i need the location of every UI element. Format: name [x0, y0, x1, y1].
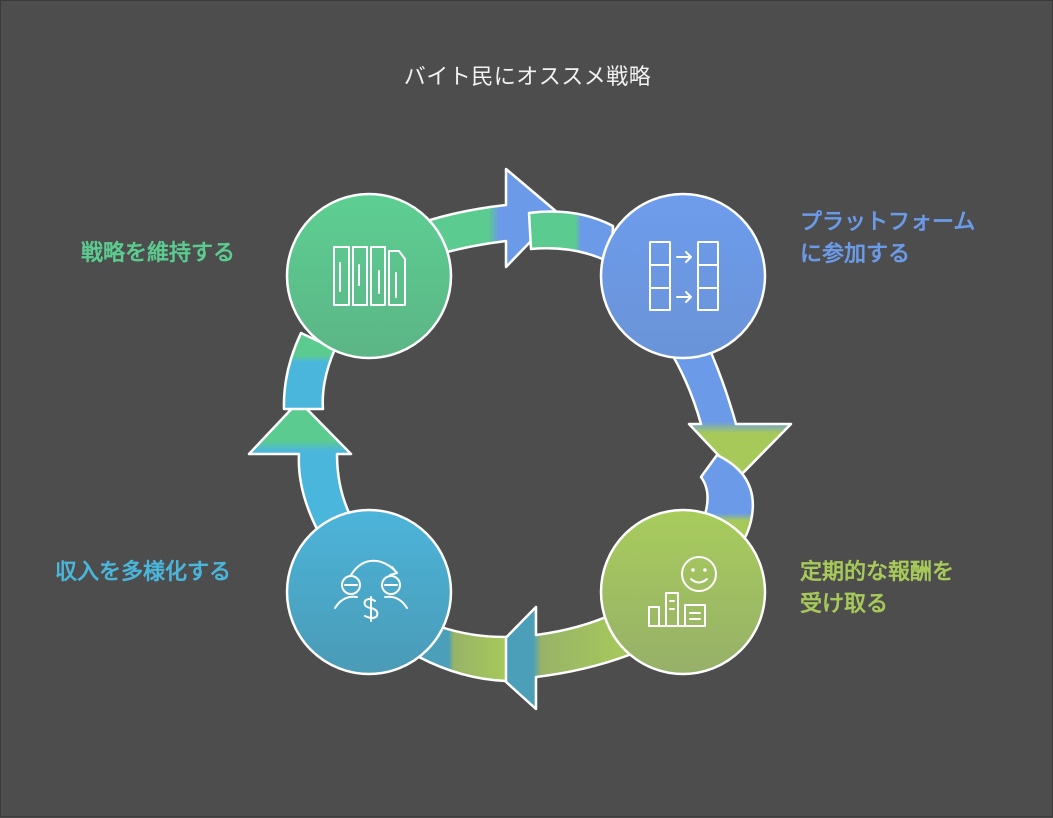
step-circle-diversify	[285, 508, 453, 676]
arrow-diversify-to-maintain	[247, 399, 353, 535]
pillars-icon	[333, 246, 406, 306]
arc-top-right	[527, 210, 615, 265]
step-circle-reward	[599, 508, 767, 676]
grid-transfer-icon	[649, 241, 719, 311]
arrow-reward-to-diversify	[481, 605, 631, 711]
step-label-reward: 定期的な報酬を 受け取る	[800, 560, 955, 617]
diagram-title: バイト民にオススメ戦略	[403, 65, 652, 90]
step-label-maintain: 戦略を維持する	[81, 241, 236, 266]
smiley-bar-chart-icon	[648, 556, 717, 627]
step-circle-maintain	[285, 192, 453, 360]
step-circle-join	[599, 192, 767, 360]
people-exchange-dollar-icon	[334, 559, 408, 622]
step-label-diversify: 収入を多様化する	[55, 560, 232, 585]
step-label-join: プラットフォーム に参加する	[800, 210, 976, 267]
arrow-join-to-reward	[665, 329, 793, 479]
